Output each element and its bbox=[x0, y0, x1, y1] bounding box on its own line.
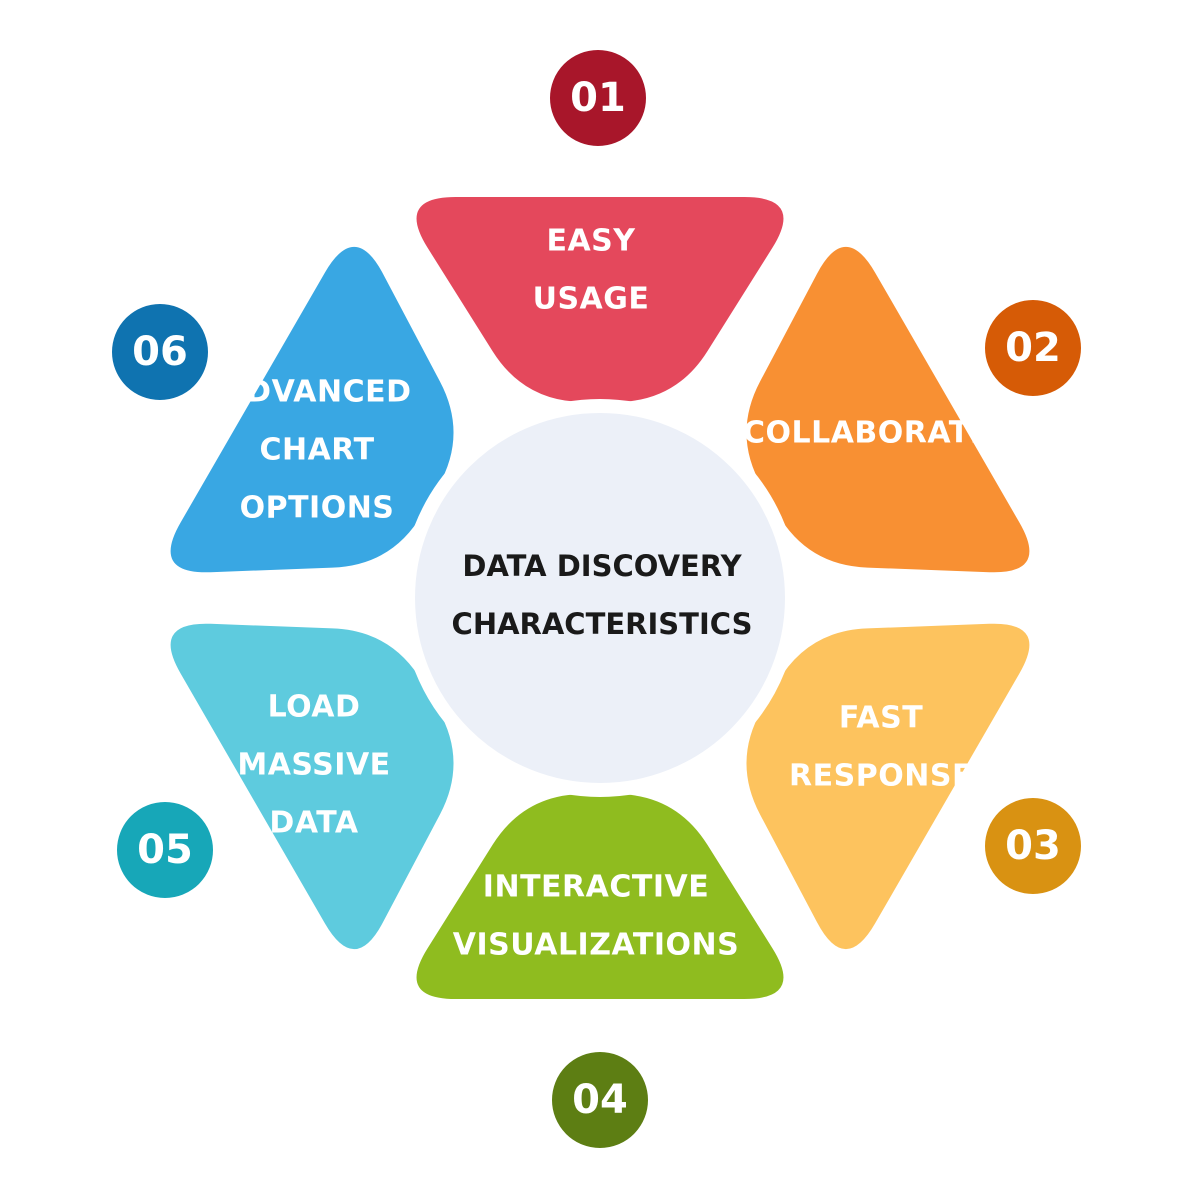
segment-label-load-massive-data-line-1: LOAD bbox=[268, 690, 361, 725]
center-circle bbox=[401, 399, 799, 797]
segment-label-fast-response-line-2: RESPONSE bbox=[789, 759, 973, 794]
segment-fast-response bbox=[746, 623, 1030, 950]
segment-label-interactive-visualizations-line-1: INTERACTIVE bbox=[483, 870, 709, 905]
segment-label-easy-usage-line-2: USAGE bbox=[533, 282, 650, 317]
segment-label-collaboration-line-1: COLLABORATION bbox=[743, 416, 1033, 451]
number-badge-label-01: 01 bbox=[570, 75, 626, 121]
number-badge-label-06: 06 bbox=[132, 329, 188, 375]
petals-layer: EASY USAGE COLLABORATION FAST RESPONSE INTERA… bbox=[170, 197, 1033, 999]
number-badge-label-05: 05 bbox=[137, 827, 193, 873]
number-badge-06 bbox=[104, 296, 216, 408]
segment-label-advanced-chart-options-line-1: ADVANCED bbox=[222, 375, 411, 410]
number-badge-05 bbox=[109, 794, 221, 906]
center-title-line-2: CHARACTERISTICS bbox=[452, 607, 753, 641]
segment-collaboration bbox=[746, 246, 1030, 573]
segment-label-advanced-chart-options-line-3: OPTIONS bbox=[240, 491, 395, 526]
segment-easy-usage bbox=[416, 197, 784, 402]
segment-label-fast-response-line-1: FAST bbox=[839, 701, 923, 736]
segment-interactive-visualizations bbox=[416, 794, 784, 999]
segment-label-interactive-visualizations-line-2: VISUALIZATIONS bbox=[453, 928, 739, 963]
number-badge-03 bbox=[977, 790, 1089, 902]
number-badge-label-04: 04 bbox=[572, 1077, 628, 1123]
badges-layer: 01 02 03 04 05 06 bbox=[104, 42, 1089, 1156]
segment-label-easy-usage-line-1: EASY bbox=[546, 224, 636, 259]
segment-load-massive-data bbox=[170, 623, 454, 950]
number-badge-01 bbox=[542, 42, 654, 154]
number-badge-label-03: 03 bbox=[1005, 823, 1061, 869]
center-hub: DATA DISCOVERY CHARACTERISTICS bbox=[401, 399, 799, 797]
segment-label-load-massive-data-line-3: DATA bbox=[269, 806, 358, 841]
segment-advanced-chart-options bbox=[170, 246, 454, 573]
number-badge-label-02: 02 bbox=[1005, 325, 1061, 371]
segment-label-advanced-chart-options-line-2: CHART bbox=[259, 433, 374, 468]
number-badge-02 bbox=[977, 292, 1089, 404]
segment-label-load-massive-data-line-2: MASSIVE bbox=[237, 748, 390, 783]
number-badge-04 bbox=[544, 1044, 656, 1156]
center-title-line-1: DATA DISCOVERY bbox=[462, 549, 742, 583]
